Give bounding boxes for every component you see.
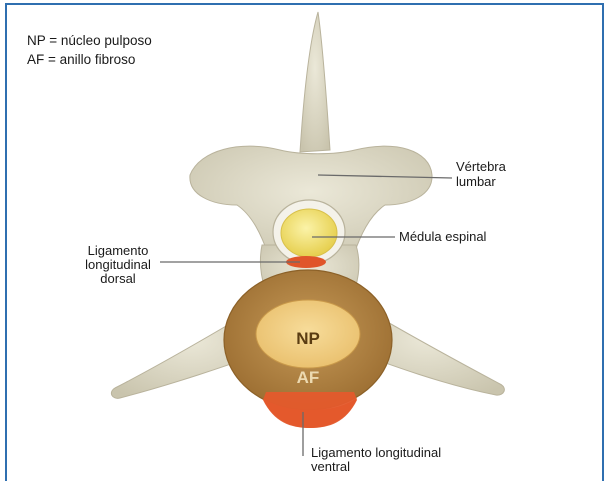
label-dorsal-1: Ligamento xyxy=(88,243,149,258)
ventral-ligament-body xyxy=(263,392,357,428)
label-ventral-1: Ligamento longitudinal xyxy=(311,445,441,460)
spinal-cord xyxy=(281,209,337,257)
label-ventral-2: ventral xyxy=(311,459,350,474)
label-vertebra-1: Vértebra xyxy=(456,159,507,174)
label-vertebra-2: lumbar xyxy=(456,174,496,189)
af-label: AF xyxy=(297,368,320,387)
label-medula: Médula espinal xyxy=(399,229,487,244)
np-label: NP xyxy=(296,329,320,348)
spinous-process xyxy=(300,12,330,152)
label-dorsal-3: dorsal xyxy=(100,271,136,286)
label-dorsal-2: longitudinal xyxy=(85,257,151,272)
